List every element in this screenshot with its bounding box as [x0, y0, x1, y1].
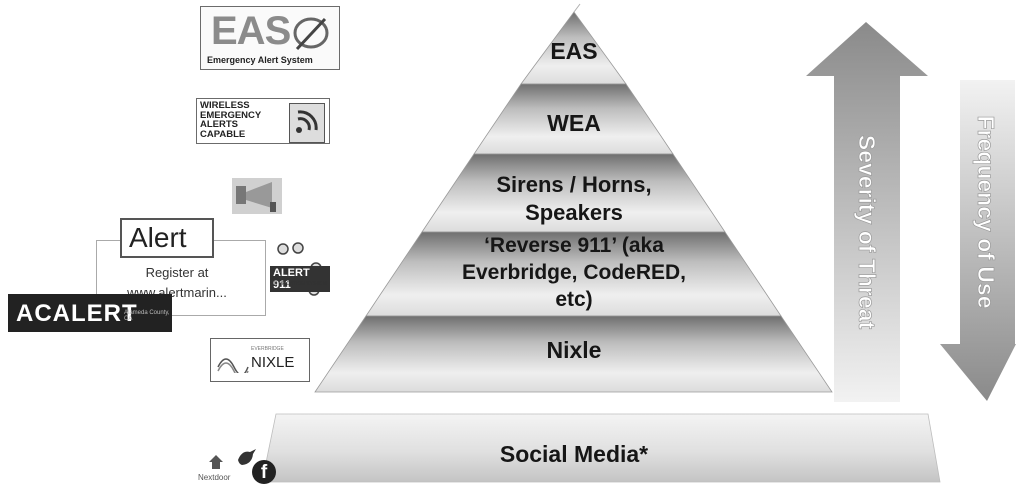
- alert911-subtitle: NOTIFICATION SYSTEM: [270, 281, 327, 287]
- wea-logo: WIRELESS EMERGENCY ALERTS CAPABLE: [196, 98, 330, 144]
- nixle-title: NIXLE: [251, 354, 295, 371]
- alert-dot-icon: [292, 242, 304, 254]
- severity-arrow: Severity of Threat: [806, 22, 928, 402]
- wea-logo-text: WIRELESS EMERGENCY ALERTS CAPABLE: [200, 101, 261, 139]
- facebook-icon[interactable]: f: [252, 460, 276, 484]
- pyramid: [314, 3, 833, 393]
- alert911-badge: ALERT 911: [270, 266, 330, 292]
- wea-line: EMERGENCY: [200, 109, 262, 121]
- nixle-waves-icon: [217, 358, 249, 373]
- level-label-reverse911-line1: ‘Reverse 911’ (aka: [484, 234, 664, 257]
- social-media-bar: [261, 413, 941, 483]
- nextdoor-label: Nextdoor: [198, 473, 231, 482]
- level-label-wea: WEA: [547, 110, 601, 136]
- level-label-sirens-line1: Sirens / Horns,: [496, 172, 651, 197]
- acalert-subtitle: Alameda County, CA: [124, 310, 170, 322]
- house-icon: [209, 455, 223, 469]
- level-label-eas: EAS: [550, 38, 597, 64]
- level-label-sirens-line2: Speakers: [525, 200, 623, 225]
- alert-logo: Alert: [120, 218, 214, 258]
- wea-line: WIRELESS: [200, 100, 250, 111]
- nixle-subtitle: EVERBRIDGE: [251, 346, 284, 352]
- wireless-signal-icon: [289, 103, 325, 143]
- severity-arrow-shape: [806, 22, 928, 402]
- nixle-logo: EVERBRIDGE NIXLE: [210, 338, 310, 382]
- alert-logo-title: Alert: [129, 222, 187, 253]
- wea-line: CAPABLE: [200, 128, 246, 140]
- register-label: Register at: [145, 265, 209, 280]
- eas-logo: EAS Emergency Alert System: [200, 6, 340, 70]
- social-media-label: Social Media*: [500, 441, 648, 467]
- horn-icon: [232, 178, 282, 214]
- social-icons: f: [234, 444, 278, 486]
- level-label-reverse911-line3: etc): [555, 288, 592, 311]
- frequency-arrow: Frequency of Use: [940, 80, 1016, 401]
- acalert-title: ACALERT: [16, 300, 138, 327]
- pyramid-level-nixle: [314, 315, 833, 393]
- severity-arrow-label: Severity of Threat: [854, 135, 880, 330]
- satellite-dish-icon: [293, 17, 329, 51]
- pyramid-labels: EAS WEA Sirens / Horns, Speakers ‘Revers…: [462, 38, 686, 363]
- frequency-arrow-label: Frequency of Use: [973, 116, 999, 309]
- nextdoor-logo: Nextdoor: [198, 452, 232, 482]
- level-label-nixle: Nixle: [547, 337, 602, 363]
- eas-logo-letters: EAS: [211, 9, 291, 53]
- level-label-reverse911-line2: Everbridge, CodeRED,: [462, 261, 686, 284]
- alert-dot-icon: [277, 243, 289, 255]
- acalert-logo: ACALERT Alameda County, CA: [8, 294, 172, 332]
- alert911-logo: ALERT 911 NOTIFICATION SYSTEM: [268, 262, 330, 292]
- eas-logo-caption: Emergency Alert System: [207, 55, 313, 65]
- frequency-arrow-shape: [940, 80, 1016, 401]
- bird-icon: [238, 449, 256, 465]
- social-media-base: Social Media*: [261, 413, 941, 483]
- wea-line: ALERTS: [200, 119, 238, 130]
